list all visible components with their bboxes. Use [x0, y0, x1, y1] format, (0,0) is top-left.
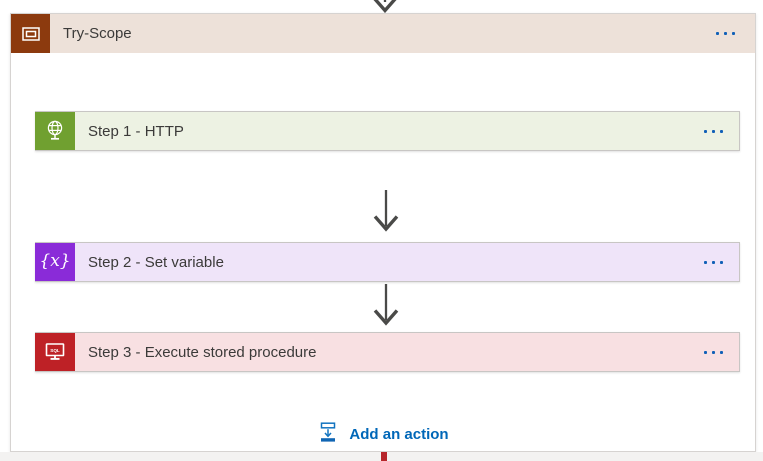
incoming-connector-arrow-icon — [369, 0, 401, 13]
action-title: Step 1 - HTTP — [88, 122, 184, 140]
add-action-button[interactable]: Add an action — [11, 421, 755, 448]
add-action-label: Add an action — [349, 426, 449, 443]
action-title: Step 2 - Set variable — [88, 253, 224, 271]
sql-server-icon: SQL — [35, 333, 75, 371]
scope-menu-ellipsis-icon[interactable] — [714, 28, 737, 39]
action-card-set-variable[interactable]: {x} Step 2 - Set variable — [35, 242, 740, 282]
scope-frame-icon — [11, 14, 50, 53]
connector-arrow-icon — [370, 190, 402, 238]
action-title: Step 3 - Execute stored procedure — [88, 343, 317, 361]
scope-card-try-scope: Try-Scope Step 1 - HTTP — [10, 13, 756, 452]
svg-text:SQL: SQL — [50, 348, 60, 353]
http-globe-icon — [35, 112, 75, 150]
action-menu-ellipsis-icon[interactable] — [702, 257, 725, 268]
scope-title: Try-Scope — [63, 25, 132, 42]
scope-body: Step 1 - HTTP {x} Step 2 - Set variable — [11, 53, 755, 452]
scope-header[interactable]: Try-Scope — [11, 14, 755, 53]
add-step-icon — [317, 421, 339, 448]
variable-icon: {x} — [35, 243, 75, 281]
connector-arrow-icon — [370, 284, 402, 332]
error-connector-stub — [381, 452, 387, 461]
action-menu-ellipsis-icon[interactable] — [702, 126, 725, 137]
action-card-execute-stored-procedure[interactable]: SQL Step 3 - Execute stored procedure — [35, 332, 740, 372]
action-menu-ellipsis-icon[interactable] — [702, 347, 725, 358]
action-card-http[interactable]: Step 1 - HTTP — [35, 111, 740, 151]
